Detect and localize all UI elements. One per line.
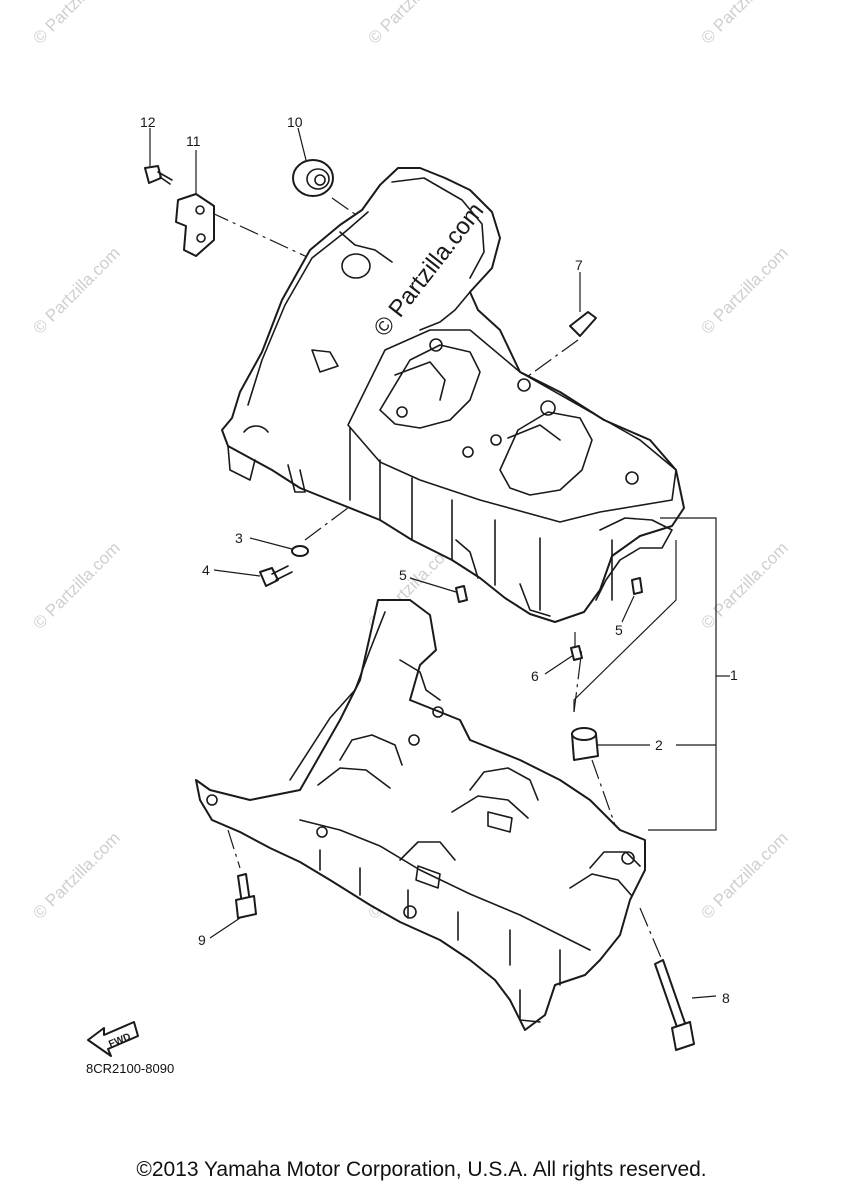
pin-5-right bbox=[631, 577, 643, 595]
callout-3: 3 bbox=[235, 530, 243, 546]
watermark: © Partzilla.com bbox=[697, 538, 791, 632]
dowel-pin-7 bbox=[569, 311, 597, 337]
callout-6: 6 bbox=[531, 668, 539, 684]
callout-10: 10 bbox=[287, 114, 303, 130]
callout-9: 9 bbox=[198, 932, 206, 948]
callout-4: 4 bbox=[202, 562, 210, 578]
callout-1: 1 bbox=[730, 667, 738, 683]
watermark: © Partzilla.com bbox=[364, 0, 458, 48]
watermark: © Partzilla.com bbox=[697, 0, 791, 48]
watermark: © Partzilla.com bbox=[29, 243, 123, 337]
callouts: 1 2 3 4 5 5 6 7 8 9 10 11 12 bbox=[140, 114, 738, 1006]
lower-crankcase bbox=[195, 599, 646, 1031]
copyright-notice: ©2013 Yamaha Motor Corporation, U.S.A. A… bbox=[136, 1158, 707, 1181]
pin-6 bbox=[570, 645, 583, 661]
watermark: © Partzilla.com bbox=[29, 828, 123, 922]
callout-5-right: 5 bbox=[615, 622, 623, 638]
watermark: © Partzilla.com bbox=[697, 828, 791, 922]
callout-8: 8 bbox=[722, 990, 730, 1006]
assembly-lines bbox=[209, 197, 663, 961]
bolt-9 bbox=[235, 873, 257, 919]
pin-5-left bbox=[455, 585, 468, 603]
callout-11: 11 bbox=[186, 133, 201, 149]
callout-5-left: 5 bbox=[399, 567, 407, 583]
plug-2 bbox=[571, 727, 599, 761]
watermark: © Partzilla.com bbox=[29, 538, 123, 632]
part-code-label: 8CR2100-8090 bbox=[86, 1061, 175, 1076]
callout-7: 7 bbox=[575, 257, 583, 273]
bracket-11 bbox=[175, 193, 215, 257]
callout-2: 2 bbox=[655, 737, 663, 753]
watermark: © Partzilla.com bbox=[697, 243, 791, 337]
watermark: © Partzilla.com bbox=[29, 0, 123, 48]
bearing-10 bbox=[292, 159, 334, 197]
callout-12: 12 bbox=[140, 114, 156, 130]
fwd-arrow-icon: FWD bbox=[87, 1021, 139, 1057]
bolt-12 bbox=[144, 165, 173, 185]
bolt-8 bbox=[654, 959, 695, 1051]
leader-lines bbox=[149, 127, 730, 999]
bolt-4 bbox=[259, 565, 293, 587]
upper-crankcase bbox=[221, 167, 685, 623]
washer-3 bbox=[291, 545, 309, 557]
